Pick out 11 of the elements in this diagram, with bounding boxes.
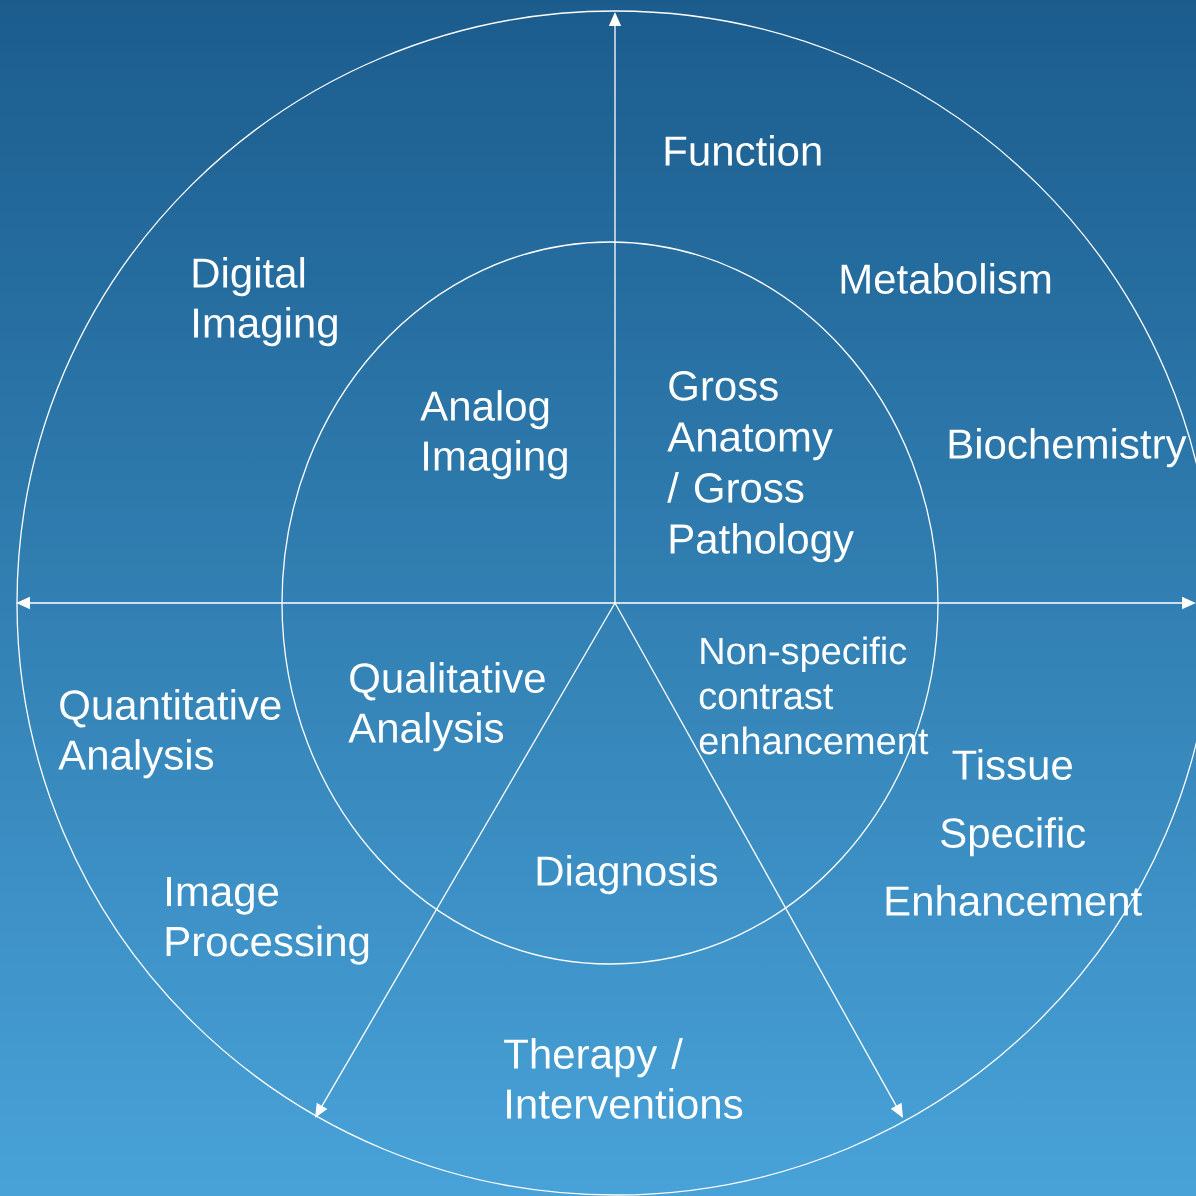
sector-label: Digital Imaging	[193, 257, 337, 347]
sector-label: Gross Anatomy / Gross Pathology	[667, 371, 854, 563]
sector-label: Analog Imaging	[420, 390, 567, 480]
sector-label: Therapy / Interventions	[504, 1038, 743, 1119]
sector-label: Metabolism	[841, 263, 1051, 294]
sector-label: Biochemistry	[949, 428, 1187, 468]
sector-label: Quantitative Analysis	[58, 689, 281, 779]
sector-label: Qualitative Analysis	[348, 662, 545, 752]
sector-label: Image Processing	[166, 877, 369, 965]
sector-label: Function	[665, 135, 821, 166]
sector-label: Diagnosis	[537, 855, 718, 895]
